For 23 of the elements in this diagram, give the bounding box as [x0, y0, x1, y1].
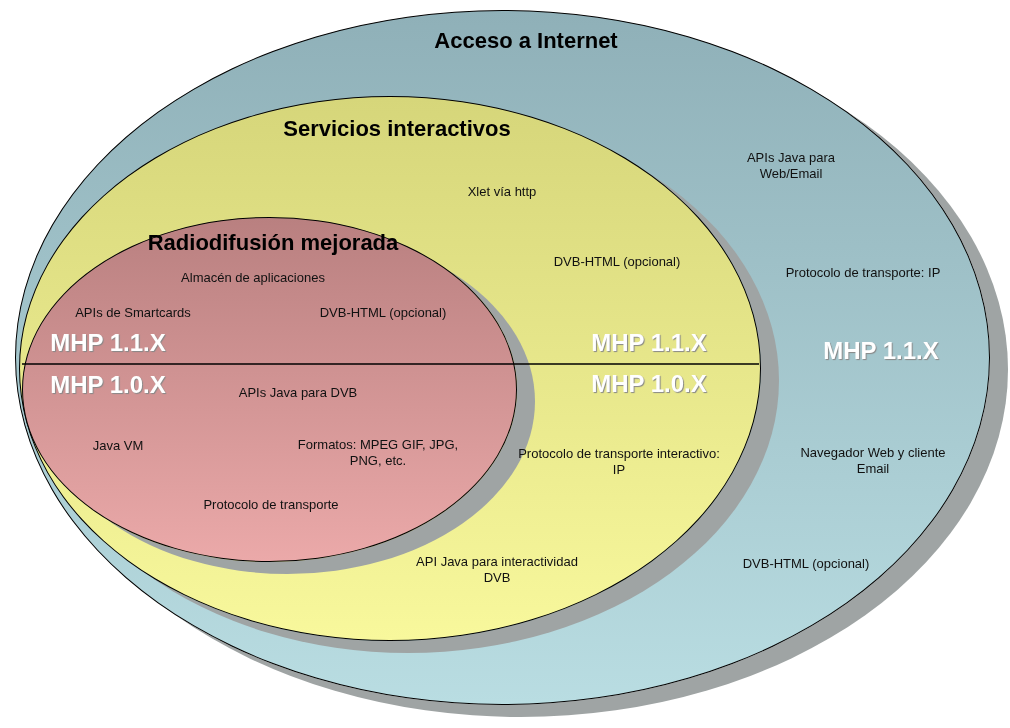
- feature-text: API Java para interactividad DVB: [415, 553, 579, 587]
- version-label: MHP 1.1.X: [590, 328, 708, 358]
- ellipse-title: Servicios interactivos: [282, 115, 512, 143]
- feature-text: Protocolo de transporte: IP: [784, 264, 942, 282]
- ellipse-title: Acceso a Internet: [433, 27, 619, 55]
- feature-text: DVB-HTML (opcional): [318, 304, 448, 322]
- feature-text: Formatos: MPEG GIF, JPG, PNG, etc.: [296, 436, 460, 470]
- ellipse-title: Radiodifusión mejorada: [146, 229, 400, 257]
- version-label: MHP 1.1.X: [49, 328, 167, 358]
- feature-text: Almacén de aplicaciones: [180, 269, 326, 287]
- version-label: MHP 1.0.X: [49, 370, 167, 400]
- feature-text: Java VM: [91, 437, 145, 455]
- feature-text: DVB-HTML (opcional): [741, 555, 871, 573]
- feature-text: Navegador Web y cliente Email: [799, 444, 947, 478]
- feature-text: Xlet vía http: [466, 183, 538, 201]
- feature-text: APIs Java para DVB: [237, 384, 359, 402]
- feature-text: APIs de Smartcards: [74, 304, 192, 322]
- feature-text: Protocolo de transporte: [202, 496, 340, 514]
- feature-text: Protocolo de transporte interactivo: IP: [517, 445, 721, 479]
- feature-text: DVB-HTML (opcional): [552, 253, 682, 271]
- feature-text: APIs Java para Web/Email: [745, 149, 837, 183]
- version-label: MHP 1.1.X: [822, 336, 940, 366]
- version-label: MHP 1.0.X: [590, 369, 708, 399]
